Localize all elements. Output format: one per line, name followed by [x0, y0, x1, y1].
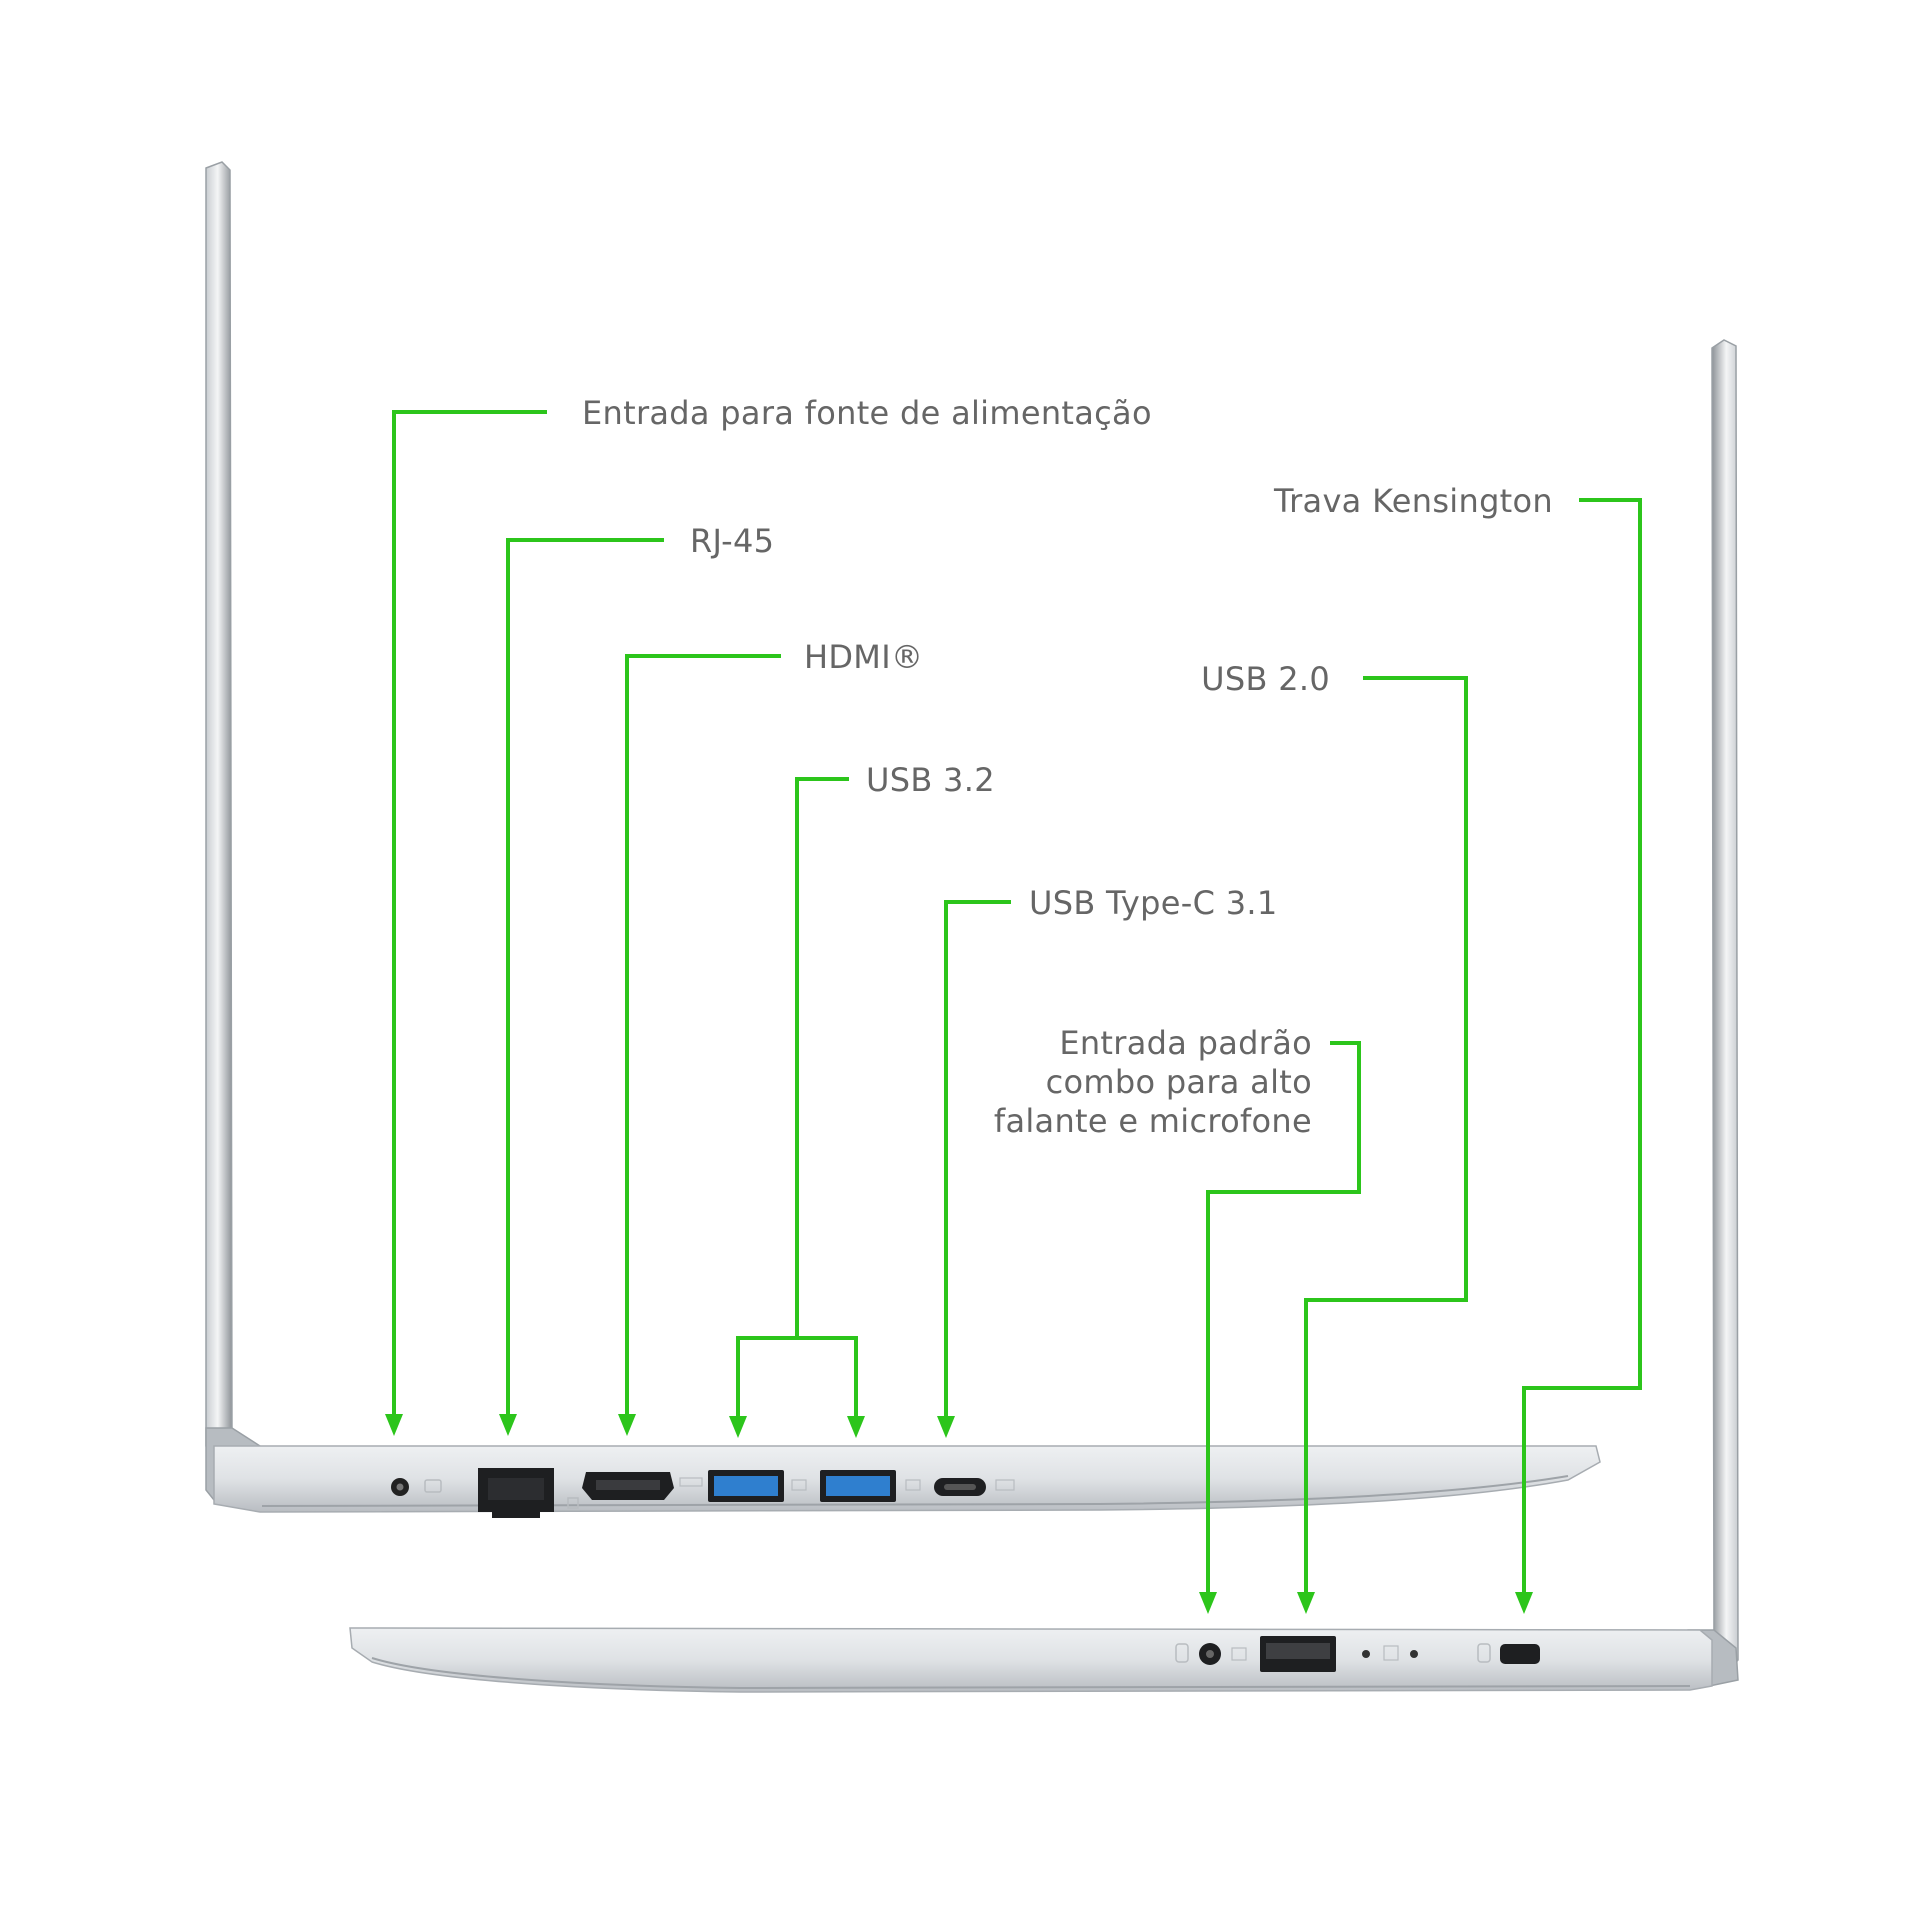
label-audio-line1: Entrada padrão [1059, 1024, 1312, 1062]
leader-hdmi [625, 654, 781, 1418]
usb3-port-icon [820, 1470, 921, 1502]
leader-usb32 [736, 777, 858, 1420]
usb2-port-icon [1260, 1636, 1336, 1672]
status-led-icon [1362, 1645, 1418, 1661]
label-audio-line3: falante e microfone [994, 1102, 1312, 1140]
rj45-port-icon [478, 1468, 579, 1518]
laptop-left-lid [205, 161, 233, 1453]
leader-rj45 [506, 538, 664, 1418]
label-usb20: USB 2.0 [1201, 660, 1330, 698]
label-audio-line2: combo para alto [1046, 1063, 1312, 1101]
leader-usbc [944, 900, 1011, 1420]
leader-kensington [1522, 498, 1642, 1596]
laptop-left-base [213, 1445, 1601, 1513]
label-hdmi: HDMI® [804, 638, 923, 676]
laptop-right-base [349, 1627, 1713, 1693]
audio-jack-icon [1175, 1643, 1247, 1665]
laptop-right-side [349, 339, 1739, 1693]
callout-labels: Entrada para fonte de alimentação RJ-45 … [582, 394, 1553, 1140]
leader-power [392, 410, 547, 1418]
power-jack-icon [391, 1478, 442, 1496]
label-power: Entrada para fonte de alimentação [582, 394, 1152, 432]
leader-audio [1206, 1041, 1361, 1596]
laptop-right-base-edge [371, 1657, 1691, 1690]
leader-usb20 [1304, 676, 1468, 1596]
label-kensington: Trava Kensington [1273, 482, 1553, 520]
hdmi-port-icon [582, 1472, 703, 1500]
label-usbc: USB Type-C 3.1 [1029, 884, 1278, 922]
kensington-slot-icon [1477, 1643, 1540, 1664]
laptop-left-side [205, 161, 1601, 1518]
laptop-left-base-edge [261, 1475, 1569, 1507]
usb-c-port-icon [934, 1478, 1015, 1496]
label-rj45: RJ-45 [690, 522, 774, 560]
label-usb32: USB 3.2 [866, 761, 995, 799]
usb3-port-icon [708, 1470, 807, 1502]
leader-lines [385, 410, 1642, 1614]
laptop-right-lid [1711, 339, 1739, 1674]
